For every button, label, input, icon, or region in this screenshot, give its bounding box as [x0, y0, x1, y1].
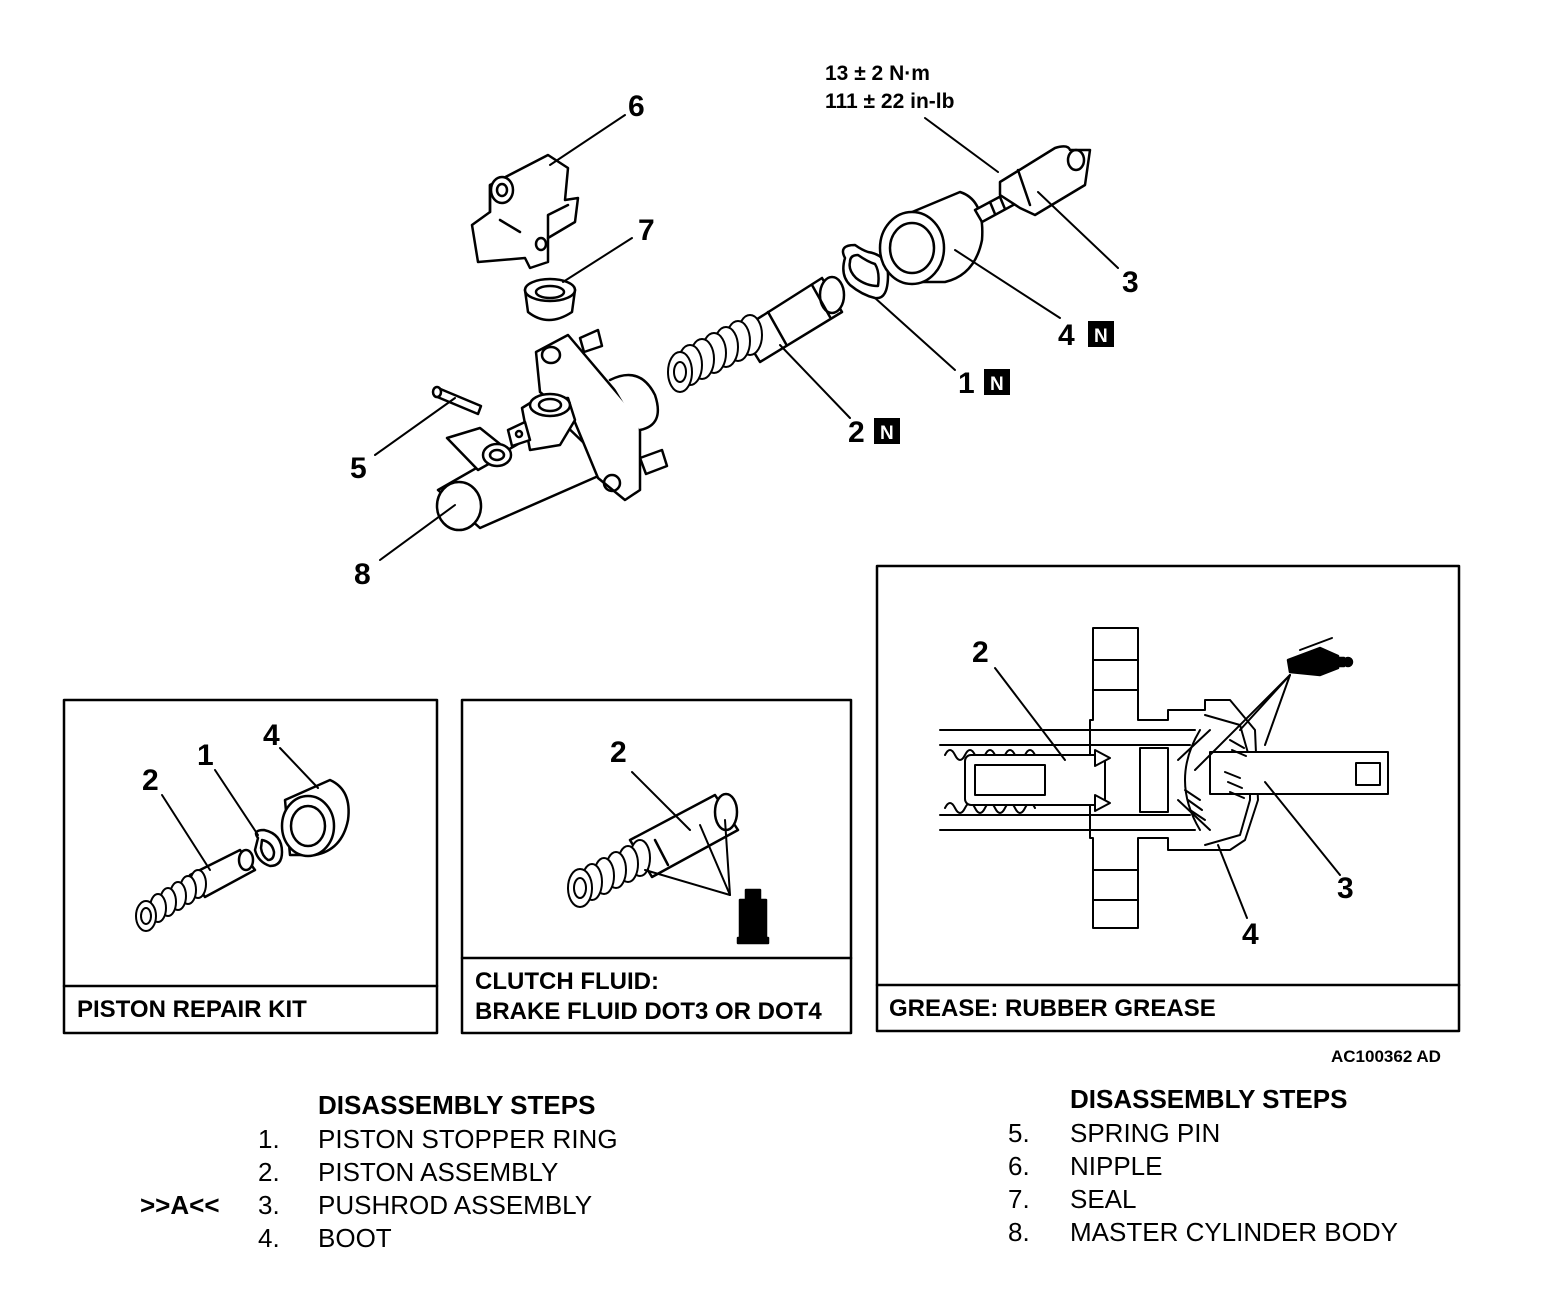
step-row-5: 5. SPRING PIN	[0, 1118, 1568, 1150]
step-number: 1.	[258, 1124, 280, 1154]
repair-kit-label-1: 1	[197, 739, 214, 772]
grease-label-3: 3	[1337, 872, 1354, 905]
step-number: 6.	[1008, 1151, 1030, 1181]
step-number: 2.	[258, 1157, 280, 1187]
steps-left-heading: DISASSEMBLY STEPS	[318, 1090, 596, 1120]
master-cylinder-body-part-8	[435, 328, 669, 532]
step-row-8: 8. MASTER CYLINDER BODY	[0, 1217, 1568, 1249]
disassembly-steps-right: DISASSEMBLY STEPS 5. SPRING PIN 6. NIPPL…	[0, 1084, 1568, 1284]
grease-label-2: 2	[972, 636, 989, 669]
svg-text:N: N	[1094, 326, 1108, 347]
step-row-7: 7. SEAL	[0, 1184, 1568, 1216]
repair-kit-ring	[253, 828, 284, 868]
svg-text:N: N	[880, 423, 894, 444]
step-number: 3.	[258, 1190, 280, 1220]
torque-imperial: 111 ± 22 in-lb	[825, 90, 954, 113]
boot-part-4	[878, 190, 984, 286]
repair-kit-caption: PISTON REPAIR KIT	[77, 996, 307, 1023]
repair-kit-label-4: 4	[263, 719, 280, 752]
piston-assembly-part-2	[667, 275, 846, 393]
step-text: BOOT	[318, 1223, 392, 1253]
callout-2: 2	[848, 416, 865, 449]
grease-label-4: 4	[1242, 918, 1259, 951]
repair-kit-label-2: 2	[142, 764, 159, 797]
repair-kit-boot	[280, 778, 350, 858]
step-marker: >>A<<	[140, 1190, 220, 1220]
step-text: SPRING PIN	[1070, 1118, 1221, 1148]
step-row-3: >>A<< 3. PUSHROD ASSEMBLY	[0, 1190, 780, 1222]
nipple-part-6	[470, 153, 580, 270]
grease-caption: GREASE: RUBBER GREASE	[889, 995, 1216, 1022]
step-row-2: 2. PISTON ASSEMBLY	[0, 1157, 780, 1189]
brake-fluid-bottle-icon	[736, 888, 770, 945]
step-text: SEAL	[1070, 1184, 1137, 1214]
callout-6: 6	[628, 90, 645, 123]
step-text: PISTON ASSEMBLY	[318, 1157, 559, 1187]
step-text: PISTON STOPPER RING	[318, 1124, 618, 1154]
new-part-badge-4: N	[1088, 321, 1114, 347]
callout-8: 8	[354, 558, 371, 591]
step-number: 4.	[258, 1223, 280, 1253]
panel-clutch-fluid	[460, 698, 853, 1035]
torque-metric: 13 ± 2 N·m	[825, 62, 930, 85]
step-text: NIPPLE	[1070, 1151, 1163, 1181]
step-number: 8.	[1008, 1217, 1030, 1247]
seal-part-7	[523, 277, 577, 322]
step-text: MASTER CYLINDER BODY	[1070, 1217, 1398, 1247]
piston-stopper-ring-part-1	[841, 243, 890, 300]
callout-5: 5	[350, 452, 367, 485]
new-part-badge-2: N	[874, 418, 900, 444]
panel-piston-repair-kit	[62, 698, 439, 1035]
callout-4: 4	[1058, 319, 1075, 352]
grease-section-view	[939, 627, 1389, 929]
callout-7: 7	[638, 214, 655, 247]
callout-1: 1	[958, 367, 975, 400]
clutch-fluid-caption-line1: CLUTCH FLUID:	[475, 968, 659, 995]
steps-right-heading: DISASSEMBLY STEPS	[1070, 1084, 1348, 1114]
step-number: 5.	[1008, 1118, 1030, 1148]
panel-grease	[875, 564, 1461, 1033]
step-row-6: 6. NIPPLE	[0, 1151, 1568, 1183]
disassembly-steps-left: DISASSEMBLY STEPS 1. PISTON STOPPER RING…	[0, 1090, 780, 1290]
new-part-badge-1: N	[984, 369, 1010, 395]
step-row-1: 1. PISTON STOPPER RING	[0, 1124, 780, 1156]
step-number: 7.	[1008, 1184, 1030, 1214]
svg-text:N: N	[990, 374, 1004, 395]
step-row-4: 4. BOOT	[0, 1223, 780, 1255]
clutch-fluid-piston	[567, 792, 740, 908]
grease-gun-icon	[1286, 637, 1354, 677]
spring-pin-part-5	[431, 385, 483, 416]
callout-3: 3	[1122, 266, 1139, 299]
clutch-fluid-label-2: 2	[610, 736, 627, 769]
step-text: PUSHROD ASSEMBLY	[318, 1190, 593, 1220]
repair-kit-piston	[135, 848, 257, 932]
clutch-fluid-caption-line2: BRAKE FLUID DOT3 OR DOT4	[475, 998, 822, 1025]
figure-id: AC100362 AD	[1331, 1047, 1441, 1066]
pushrod-assembly-part-3	[973, 145, 1092, 224]
exploded-view-diagram: 13 ± 2 N·m 111 ± 22 in-lb 6 7 3 4 1 2 5 …	[62, 62, 1461, 1066]
